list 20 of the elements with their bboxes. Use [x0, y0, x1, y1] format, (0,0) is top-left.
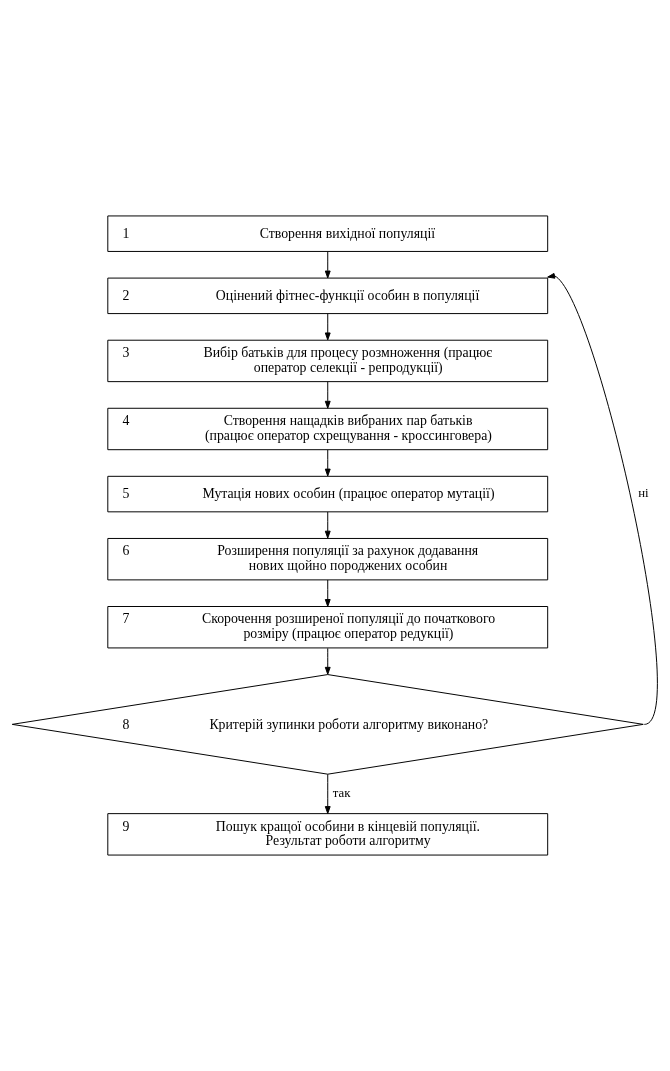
node-box: 7 Скорочення розширеної популяції до початкового розміру (працює оператор редукції): [107, 606, 549, 649]
node-box: 6 Розширення популяції за рахунок додавання нових щойно породжених особин: [107, 537, 549, 581]
node-box: 5 Мутація нових особин (працює оператор мутації): [107, 475, 549, 513]
node-box: 1 Створення вихідної популяції: [107, 215, 549, 252]
arrow: [324, 511, 331, 539]
node-box: 4 Створення нащадків вибраних пар батьків (працює оператор схрещування - кроссинговера): [107, 407, 549, 451]
arrow: [324, 647, 331, 675]
arrow: [324, 449, 331, 477]
edge-label: так: [332, 786, 351, 801]
node-box: 3 Вибір батьків для процесу розмноження (працює оператор селекції - репродукції): [107, 339, 549, 383]
arrow: [324, 579, 331, 607]
arrow: [324, 381, 331, 409]
node-diamond: 8 Критерій зупинки роботи алгоритму виконано?: [11, 674, 644, 775]
arrow: [547, 272, 658, 725]
node-box: 2 Оцінений фітнес-функції особин в популяції: [107, 277, 549, 315]
arrow: [324, 313, 331, 341]
arrow: [324, 251, 331, 279]
edge-label: ні: [638, 486, 649, 501]
arrow: [324, 773, 331, 814]
node-box: 9 Пошук кращої особини в кінцевій популяції. Результат роботи алгоритму: [107, 813, 549, 856]
